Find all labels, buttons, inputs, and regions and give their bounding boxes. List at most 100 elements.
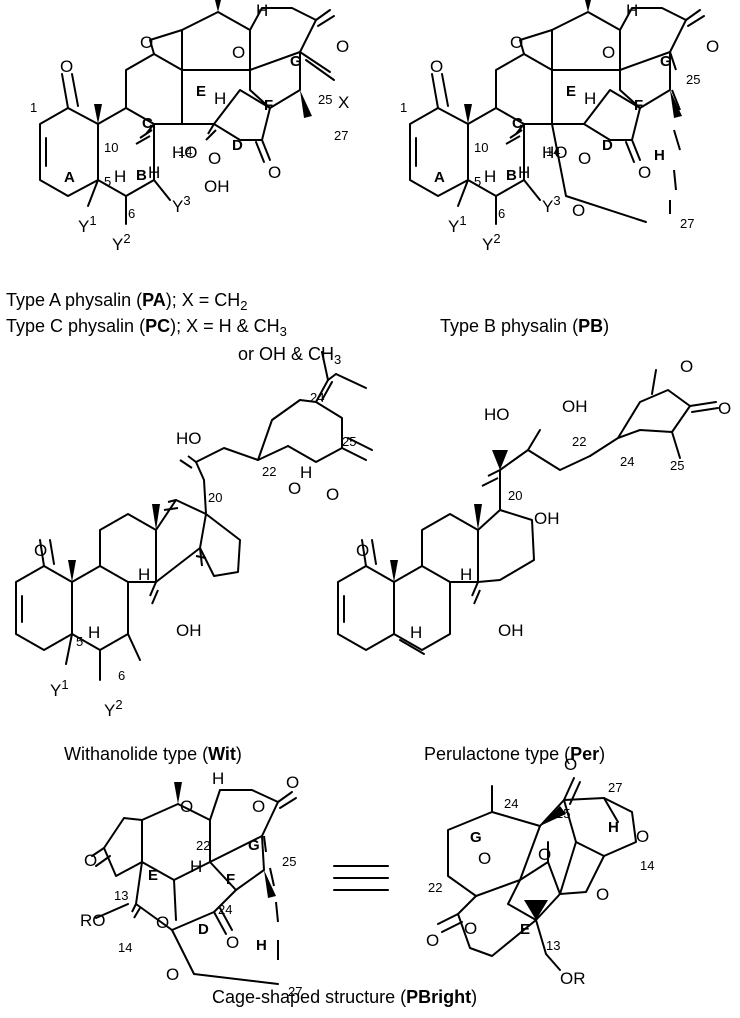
wit-h-9: H [88, 623, 100, 642]
per-ho-label: HO [484, 405, 510, 424]
structure-pa [39, 0, 335, 225]
pa-y1: Y1 [78, 213, 97, 236]
pa-ring-e: E [196, 83, 206, 100]
pb-locant-1: 1 [400, 100, 407, 115]
pa-ring-a: A [64, 169, 75, 186]
pb-h-8: H [518, 163, 530, 182]
pb-ring-e: E [566, 83, 576, 100]
pa-ring-b: B [136, 167, 147, 184]
wit-h-22: H [300, 463, 312, 482]
pb-h-top: H [626, 1, 638, 20]
pa-ho-label: HO [172, 143, 198, 162]
wit-carbonyl-o: O [34, 541, 47, 560]
cage-ring-o: O [180, 797, 193, 816]
pb-d-carbonyl-o: O [638, 163, 651, 182]
pa-h-9: H [114, 167, 126, 186]
cage3d-locant-22: 22 [428, 880, 442, 895]
cage-locant-22: 22 [196, 838, 210, 853]
wit-locant-6: 6 [118, 668, 125, 683]
cage-locant-27: 27 [288, 984, 302, 999]
pb-locant-14: 14 [546, 144, 560, 159]
pb-lactone-o: O [706, 37, 719, 56]
equivalence-sign [333, 865, 389, 891]
pa-y3: Y3 [172, 193, 191, 216]
pb-ring-g: G [660, 53, 672, 70]
pa-locant-10: 10 [104, 140, 118, 155]
cage-locant-13: 13 [114, 888, 128, 903]
pb-caption: Type B physalin (PB) [440, 316, 609, 336]
wit-h-8: H [138, 565, 150, 584]
cage3d-locant-14: 14 [640, 858, 654, 873]
cage-ring-e: E [148, 867, 158, 884]
structure-cage-right [437, 777, 637, 971]
per-h-9: H [410, 623, 422, 642]
per-locant-24: 24 [620, 454, 634, 469]
per-lactone-o: O [718, 399, 731, 418]
pa-ring-d: D [232, 137, 243, 154]
cage-locant-24: 24 [218, 902, 232, 917]
wit-ho-label: HO [176, 429, 202, 448]
pb-ring-c: C [512, 115, 523, 132]
pb-ring-d: D [602, 137, 613, 154]
pb-ring-h: H [654, 147, 665, 164]
cage-ether-o: O [166, 965, 179, 984]
pb-y1: Y1 [448, 213, 467, 236]
pa-d-carbonyl-o: O [268, 163, 281, 182]
wit-locant-20: 20 [208, 490, 222, 505]
pb-carbonyl-o: O [430, 57, 443, 76]
pa-ring-f: F [264, 97, 273, 114]
per-oh-22: OH [562, 397, 588, 416]
pa-h-15: H [214, 89, 226, 108]
per-locant-25: 25 [670, 458, 684, 473]
cage3d-or-label: OR [560, 969, 586, 988]
pa-caption: Type A physalin (PA); X = CH2 [6, 290, 248, 313]
pb-ho-label: HO [542, 143, 568, 162]
cage3d-locant-27: 27 [608, 780, 622, 795]
pa-lactone-o: O [336, 37, 349, 56]
pa-locant-14: 14 [178, 144, 192, 159]
cage-ring-g: G [248, 837, 260, 854]
per-ring-o: O [680, 357, 693, 376]
pa-locant-25: 25 [318, 92, 332, 107]
pa-e-carbonyl-o: O [140, 33, 153, 52]
cage3d-g-ring-o: O [478, 849, 491, 868]
cage-ro-label: RO [80, 911, 106, 930]
cage-lactone-ring-o: O [252, 797, 265, 816]
pa-d-ring-o: O [208, 149, 221, 168]
cage3d-ring-h: H [608, 819, 619, 836]
pc-caption-alt: or OH & CH3 [238, 344, 341, 367]
wit-oh-label: OH [176, 621, 202, 640]
pb-ring-f: F [634, 97, 643, 114]
cage-lactone-o: O [286, 773, 299, 792]
pa-locant-5: 5 [104, 174, 111, 189]
pa-y2: Y2 [112, 231, 131, 254]
wit-ring-o: O [288, 479, 301, 498]
structure-pb [409, 0, 705, 225]
pa-locant-1: 1 [30, 100, 37, 115]
cage3d-h-ring-o: O [636, 827, 649, 846]
pb-locant-10: 10 [474, 140, 488, 155]
cage-h-15: H [190, 857, 202, 876]
cage3d-mid-o: O [538, 845, 551, 864]
cage3d-e-carbonyl-o: O [426, 931, 439, 950]
pa-h-8: H [148, 163, 160, 182]
structure-cage-left [91, 782, 297, 985]
cage-ring-h: H [256, 937, 267, 954]
per-locant-20: 20 [508, 488, 522, 503]
cage3d-ring-g: G [470, 829, 482, 846]
pa-locant-27: 27 [334, 128, 348, 143]
pa-carbonyl-o: O [60, 57, 73, 76]
pb-y2: Y2 [482, 231, 501, 254]
cage3d-locant-24: 24 [504, 796, 518, 811]
wit-locant-5: 5 [76, 634, 83, 649]
cage-locant-14: 14 [118, 940, 132, 955]
pa-oh-label: OH [204, 177, 230, 196]
per-oh-14: OH [498, 621, 524, 640]
pa-ring-c: C [142, 115, 153, 132]
cage-ring-d: D [198, 921, 209, 938]
wit-lactone-o: O [326, 485, 339, 504]
pa-locant-6: 6 [128, 206, 135, 221]
pb-locant-25: 25 [686, 72, 700, 87]
